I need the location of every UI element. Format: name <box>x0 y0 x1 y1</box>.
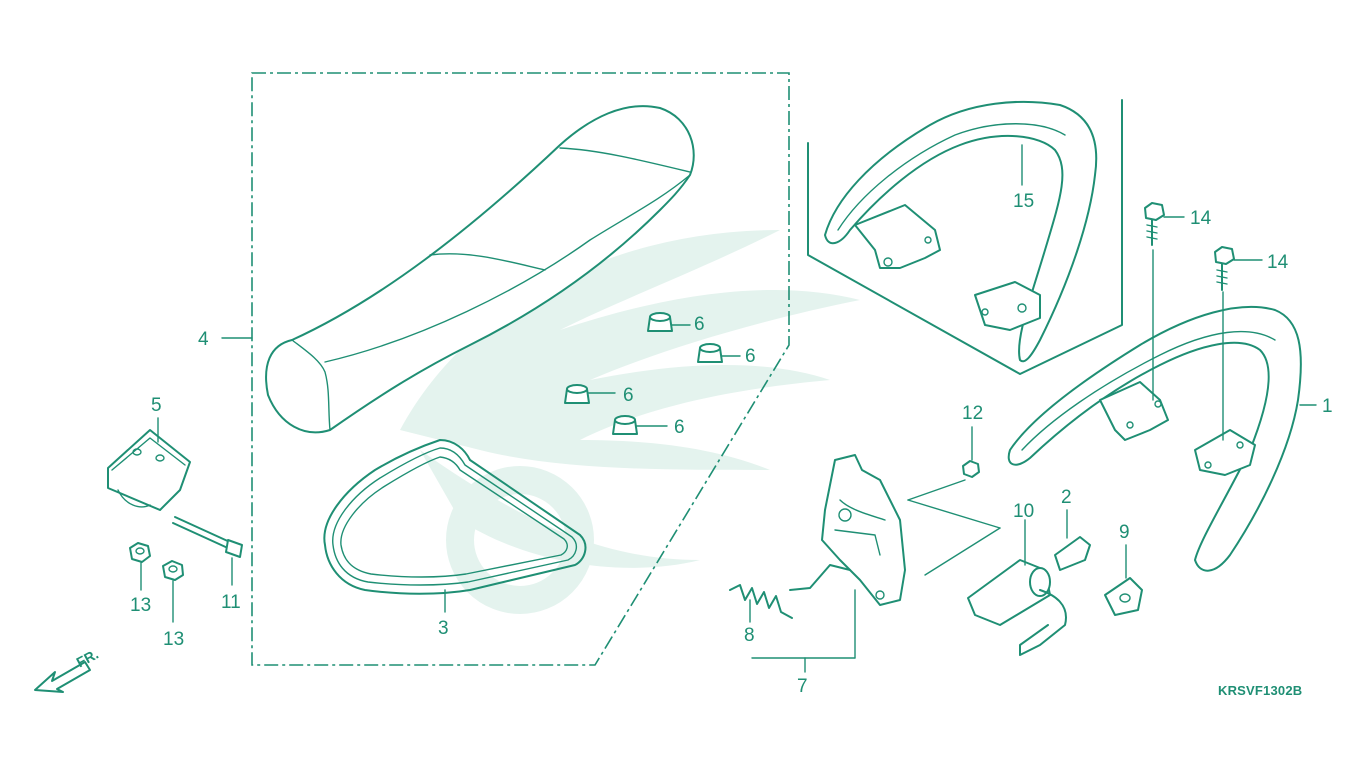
lock-spring <box>729 584 793 623</box>
seat-cushions <box>564 312 741 435</box>
callout-6: 6 <box>623 385 634 406</box>
callout-9: 9 <box>1119 522 1130 543</box>
lock-nut <box>907 426 1001 576</box>
seat-gasket <box>323 439 587 613</box>
lock-plate <box>1104 544 1143 616</box>
callout-4: 4 <box>198 329 209 350</box>
callout-5: 5 <box>151 395 162 416</box>
callout-13: 13 <box>130 595 152 616</box>
callout-8: 8 <box>744 625 755 646</box>
callout-7: 7 <box>797 676 808 697</box>
callout-2: 2 <box>1061 487 1072 508</box>
callout-1: 1 <box>1322 396 1333 417</box>
callout-15: 15 <box>1013 191 1035 212</box>
callout-14: 14 <box>1267 252 1289 273</box>
callout-6: 6 <box>745 346 756 367</box>
callout-6: 6 <box>674 417 685 438</box>
callout-13: 13 <box>163 629 185 650</box>
key-cylinder <box>967 519 1067 656</box>
grab-rail-inset <box>824 100 1098 363</box>
watermark-wing <box>400 230 860 614</box>
callout-6: 6 <box>694 314 705 335</box>
seat <box>265 105 695 434</box>
nuts <box>129 542 184 623</box>
rail-bolts <box>1144 202 1263 441</box>
grab-rail-inset-boundary <box>807 99 1123 375</box>
callout-14: 14 <box>1190 208 1212 229</box>
hinge-bolt <box>172 516 243 586</box>
callout-3: 3 <box>438 618 449 639</box>
callout-11: 11 <box>221 592 241 613</box>
callout-10: 10 <box>1013 501 1035 522</box>
seat-hinge-bracket <box>107 417 191 511</box>
front-arrow-icon <box>34 661 91 693</box>
callout-12: 12 <box>962 403 984 424</box>
retaining-clip <box>1054 509 1091 571</box>
catalog-code: KRSVF1302B <box>1218 683 1303 698</box>
grab-rail <box>1007 305 1317 572</box>
seat-lock <box>751 454 906 673</box>
